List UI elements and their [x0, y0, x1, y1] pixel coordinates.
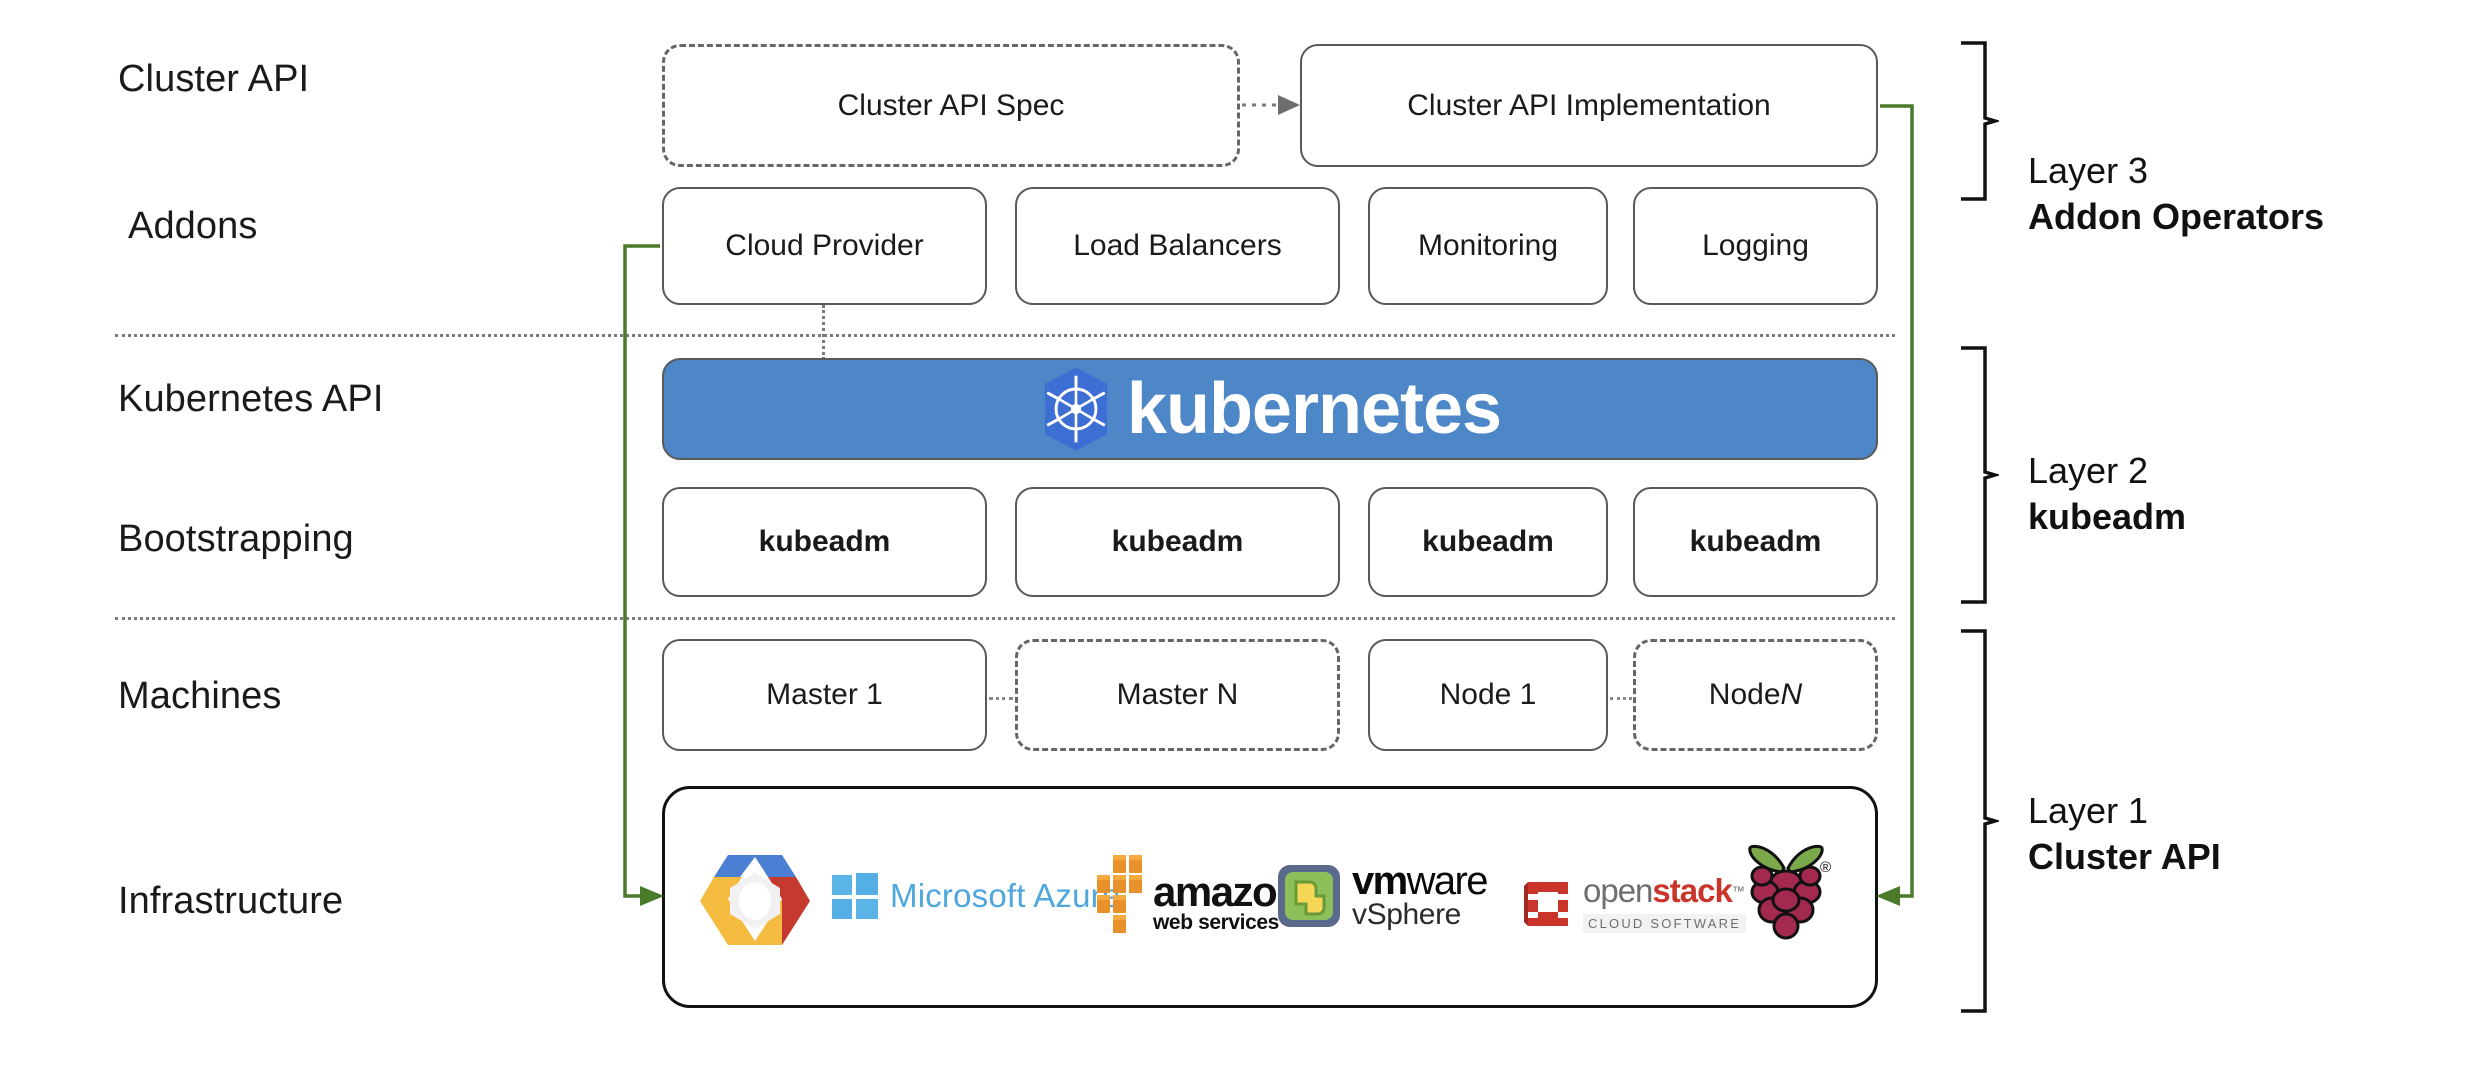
separator-layer3-layer2 — [115, 334, 1895, 337]
cloud-provider-to-infrastructure-path — [623, 244, 660, 898]
cluster-api-implementation-to-infrastructure-path — [1880, 104, 1914, 898]
openstack-logo-icon: openstack™ CLOUD SOFTWARE — [1522, 872, 1747, 933]
bootstrap-box-4[interactable]: kubeadm — [1633, 487, 1878, 597]
amazon-web-services-logo-icon: amazon web services — [1087, 855, 1302, 943]
separator-layer2-layer1 — [115, 617, 1895, 620]
kubernetes-wordmark: kubernetes — [1126, 369, 1502, 449]
openstack-label-stack: stack — [1652, 872, 1732, 909]
addon-box-load-balancers[interactable]: Load Balancers — [1015, 187, 1340, 305]
layer-2-name: Layer 2 — [2028, 450, 2149, 491]
machine-box-node-n-index: N — [1780, 678, 1803, 711]
row-label-machines: Machines — [118, 675, 282, 717]
cluster-api-implementation-box[interactable]: Cluster API Implementation — [1300, 44, 1878, 167]
row-label-infrastructure: Infrastructure — [118, 880, 344, 922]
addon-box-logging[interactable]: Logging — [1633, 187, 1878, 305]
addon-box-cloud-provider[interactable]: Cloud Provider — [662, 187, 987, 305]
machines-ellipsis-nodes — [1610, 697, 1632, 700]
row-label-bootstrapping: Bootstrapping — [118, 518, 354, 560]
layer-1-label: Layer 1 Cluster API — [2028, 788, 2221, 880]
google-cloud-platform-logo-icon — [700, 849, 810, 949]
machine-box-node-n-prefix: Node — [1708, 678, 1781, 711]
machines-ellipsis-masters — [989, 697, 1013, 700]
connector-cloud-provider-to-kubernetes — [822, 305, 825, 360]
row-label-cluster-api: Cluster API — [118, 58, 310, 100]
machine-box-master-n[interactable]: Master N — [1015, 639, 1340, 751]
vmware-label: vmware — [1352, 859, 1489, 903]
amazon-label: amazon — [1153, 868, 1302, 916]
openstack-label-open: open — [1583, 872, 1653, 909]
layer-2-label: Layer 2 kubeadm — [2028, 448, 2186, 540]
bootstrap-box-3[interactable]: kubeadm — [1368, 487, 1608, 597]
bracket-layer-1 — [1961, 629, 1999, 1013]
machine-box-master-1[interactable]: Master 1 — [662, 639, 987, 751]
cluster-api-implementation-to-infrastructure-arrowhead — [1876, 886, 1900, 906]
row-label-kubernetes-api: Kubernetes API — [118, 378, 384, 420]
layer-3-sub: Addon Operators — [2028, 196, 2325, 238]
raspberry-pi-logo-icon: ® — [1740, 838, 1832, 948]
microsoft-azure-logo-icon: Microsoft Azure — [832, 873, 1120, 919]
amazon-web-services-sublabel: web services — [1153, 911, 1279, 934]
vmware-label-ware: ware — [1406, 859, 1489, 903]
layer-3-name: Layer 3 — [2028, 150, 2149, 191]
cluster-api-spec-box[interactable]: Cluster API Spec — [662, 44, 1240, 167]
kubernetes-banner: kubernetes — [662, 358, 1878, 460]
layer-3-label: Layer 3 Addon Operators — [2028, 148, 2324, 240]
machine-box-node-n[interactable]: Node N — [1633, 639, 1878, 751]
layer-1-name: Layer 1 — [2028, 790, 2149, 831]
openstack-trademark-icon: ™ — [1731, 883, 1745, 899]
spec-to-implementation-arrow — [1242, 95, 1300, 115]
openstack-sublabel: CLOUD SOFTWARE — [1583, 914, 1747, 933]
bracket-layer-2 — [1961, 346, 1999, 604]
vmware-vsphere-logo-icon: vmware vSphere — [1278, 859, 1489, 931]
vmware-label-vm: vm — [1352, 859, 1408, 903]
layer-2-sub: kubeadm — [2028, 496, 2187, 538]
bracket-layer-3 — [1961, 41, 1999, 201]
infrastructure-box[interactable] — [662, 786, 1878, 1008]
openstack-label: openstack™ — [1583, 872, 1746, 910]
row-label-addons: Addons — [128, 205, 258, 247]
kubernetes-helm-logo-icon — [1044, 367, 1108, 451]
cloud-provider-to-infrastructure-arrowhead — [640, 886, 664, 906]
svg-text:®: ® — [1820, 859, 1831, 876]
vsphere-sublabel: vSphere — [1352, 898, 1461, 931]
bootstrap-box-1[interactable]: kubeadm — [662, 487, 987, 597]
microsoft-azure-label: Microsoft Azure — [890, 877, 1121, 914]
machine-box-node-1[interactable]: Node 1 — [1368, 639, 1608, 751]
bootstrap-box-2[interactable]: kubeadm — [1015, 487, 1340, 597]
addon-box-monitoring[interactable]: Monitoring — [1368, 187, 1608, 305]
layer-1-sub: Cluster API — [2028, 836, 2221, 878]
